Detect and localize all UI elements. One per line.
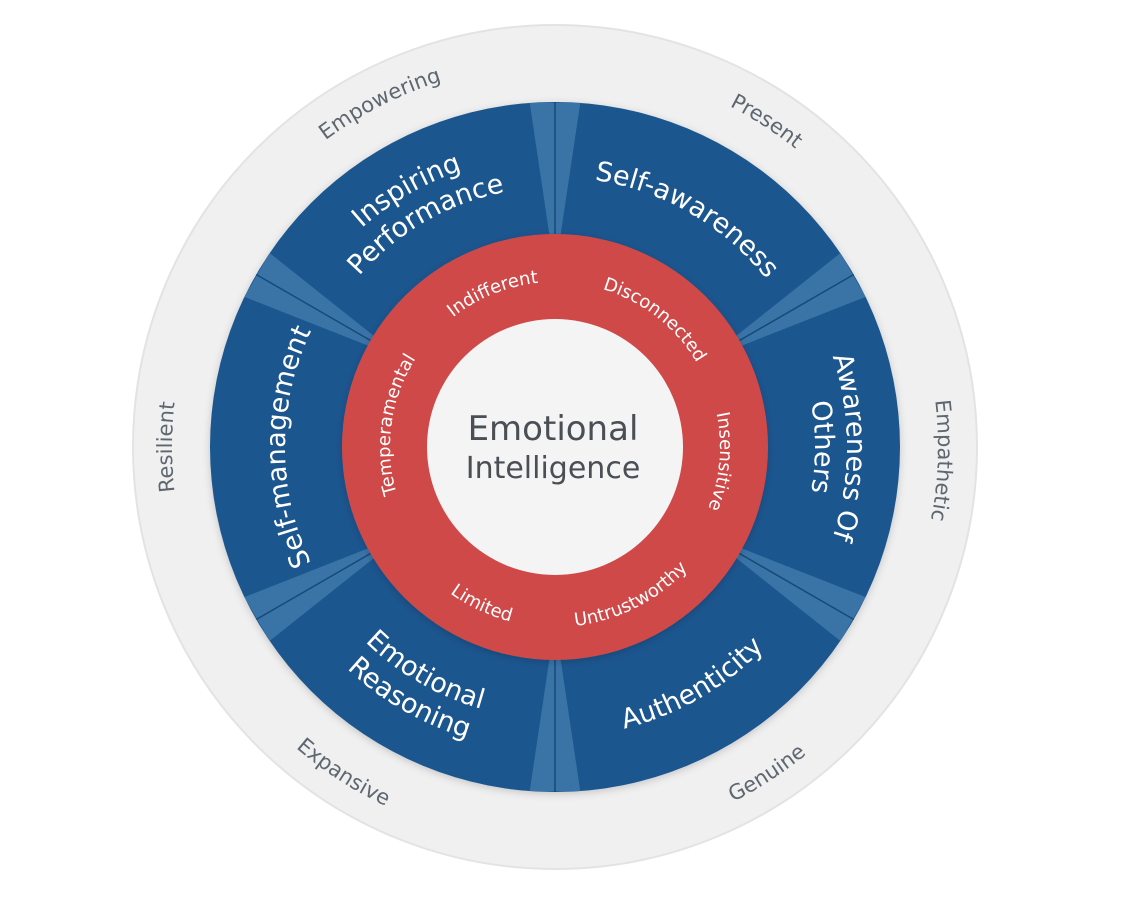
segment-divider-line xyxy=(739,552,855,621)
center-title-line2: Intelligence xyxy=(466,451,641,486)
segment-divider xyxy=(735,253,866,346)
center-title-line1: Emotional xyxy=(468,409,639,449)
segment-divider-line xyxy=(739,273,855,342)
segment-divider xyxy=(244,548,375,641)
segment-divider xyxy=(244,253,375,346)
segment-divider-line xyxy=(255,552,371,621)
segment-divider xyxy=(735,548,866,641)
outer-label-resilient: Resilient xyxy=(153,400,180,493)
center-circle xyxy=(427,319,683,575)
segment-divider-line xyxy=(255,273,371,342)
segment-dividers xyxy=(244,102,866,792)
segment-label-awareness-of-others: Others xyxy=(804,399,839,496)
